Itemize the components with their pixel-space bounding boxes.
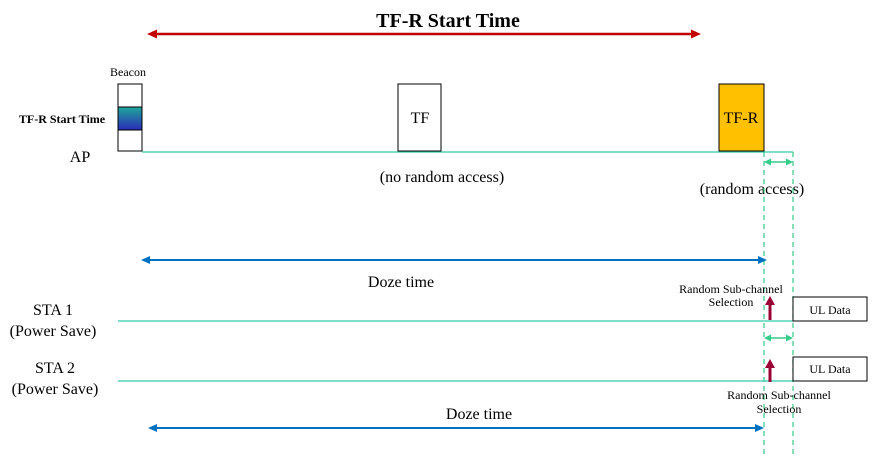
tf-label: TF <box>411 110 430 127</box>
sta2-label-line2: (Power Save) <box>12 381 99 398</box>
doze-time-label-2: Doze time <box>446 406 512 423</box>
random-access-label: (random access) <box>700 181 804 198</box>
no-random-access-label: (no random access) <box>380 169 504 186</box>
doze-time-label-1: Doze time <box>368 274 434 291</box>
up-arrow-2 <box>765 359 775 382</box>
sta2-label-line1: STA 2 <box>35 360 75 377</box>
rsc-label-1-line1: Random Sub-channel <box>679 282 783 296</box>
doze-arrow-2 <box>148 424 764 432</box>
tfr-label: TF-R <box>724 110 759 127</box>
doze-arrow-1 <box>141 256 767 264</box>
ap-slot-arrow <box>764 158 793 166</box>
title-span-arrow <box>147 29 701 39</box>
sta-slot-arrow <box>764 334 793 342</box>
diagram-title: TF-R Start Time <box>376 10 520 32</box>
ul-data-box-1 <box>792 296 868 322</box>
ul-data-box-2 <box>792 356 868 382</box>
beacon-label: Beacon <box>110 65 146 79</box>
ap-label: AP <box>70 149 91 166</box>
sta1-label-line1: STA 1 <box>33 302 73 319</box>
rsc-label-2-line1: Random Sub-channel <box>727 388 831 402</box>
beacon-field-label: TF-R Start Time <box>19 112 106 126</box>
rsc-label-2-line2: Selection <box>757 402 802 416</box>
beacon-frame <box>117 83 143 152</box>
up-arrow-1 <box>765 296 775 320</box>
rsc-label-1-line2: Selection <box>709 295 754 309</box>
ul-data-label-1: UL Data <box>809 303 851 317</box>
ul-data-label-2: UL Data <box>809 362 851 376</box>
sta1-label-line2: (Power Save) <box>10 323 97 340</box>
tfr-frame <box>718 83 765 152</box>
tf-frame <box>397 83 442 152</box>
